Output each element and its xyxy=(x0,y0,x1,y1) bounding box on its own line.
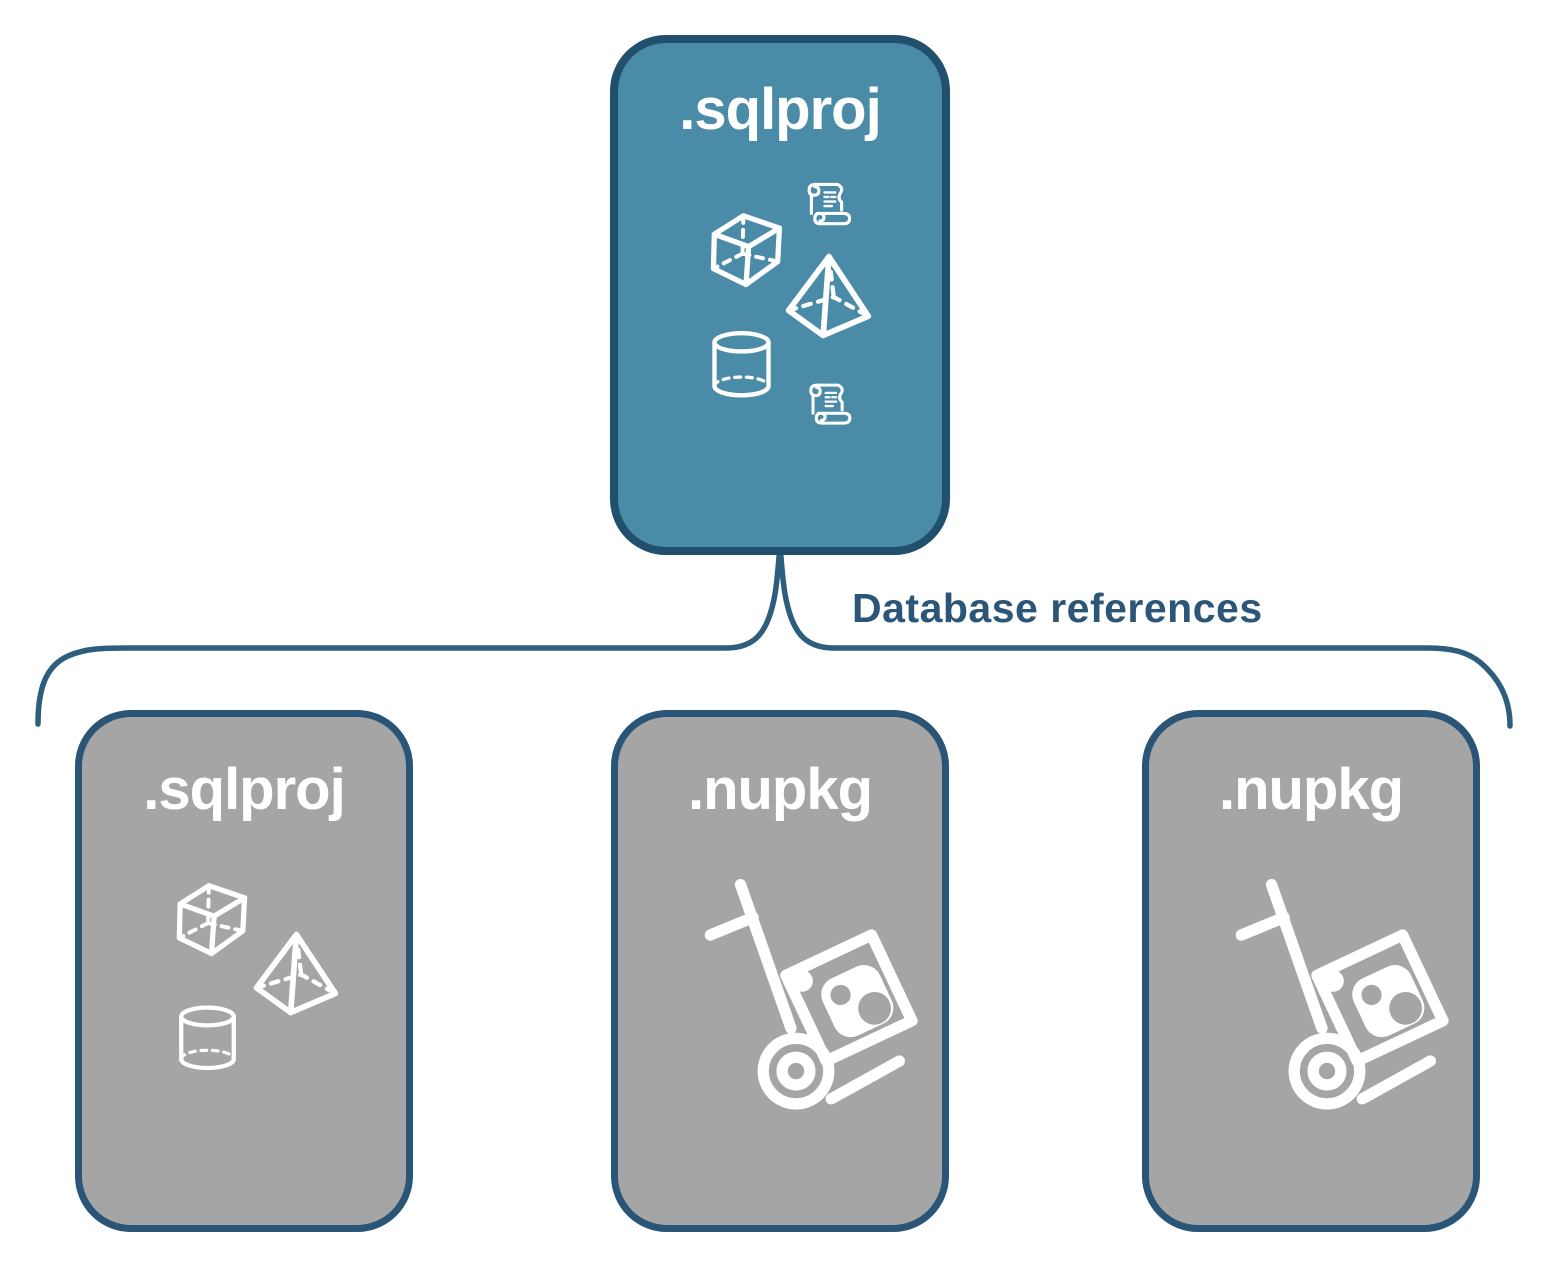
node-sqlproj-root: .sqlproj xyxy=(610,35,950,555)
nuget-package-icon xyxy=(1201,867,1453,1119)
node-nupkg-child-1: .nupkg xyxy=(611,710,949,1232)
node-label: .nupkg xyxy=(1218,757,1404,822)
pyramid-icon xyxy=(776,249,878,345)
script-scroll-icon xyxy=(802,378,857,433)
node-label: .nupkg xyxy=(687,757,873,822)
cylinder-icon xyxy=(705,325,778,405)
node-label: .sqlproj xyxy=(679,77,881,142)
nuget-package-icon xyxy=(670,867,922,1119)
database-references-label: Database references xyxy=(852,585,1263,631)
script-scroll-icon xyxy=(800,177,857,234)
cylinder-icon xyxy=(172,997,243,1080)
node-nupkg-child-2: .nupkg xyxy=(1142,710,1480,1232)
node-label: .sqlproj xyxy=(143,757,345,822)
node-sqlproj-child: .sqlproj xyxy=(75,710,413,1232)
pyramid-icon xyxy=(244,927,345,1022)
cube-icon xyxy=(168,877,255,964)
